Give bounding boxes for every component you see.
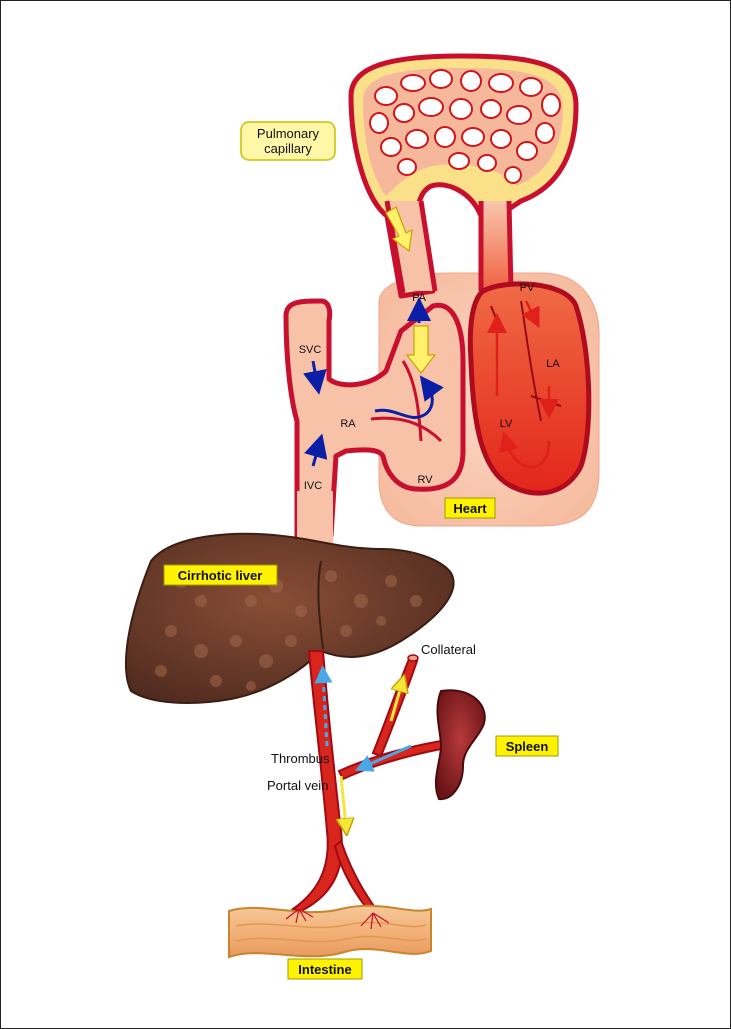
collateral-label: Collateral bbox=[421, 642, 476, 657]
rv-label: RV bbox=[417, 474, 433, 486]
collateral-flow-arrow bbox=[389, 683, 402, 722]
intestine bbox=[228, 904, 432, 959]
heart-label-box bbox=[444, 497, 496, 519]
pulmonary-vein bbox=[478, 200, 514, 296]
pv-flow-arrow bbox=[521, 300, 540, 328]
intestine-label: Intestine bbox=[298, 962, 351, 977]
la-label: LA bbox=[546, 358, 560, 370]
pulmonary-label-line1: Pulmonary bbox=[257, 126, 320, 141]
cirrhotic-liver-label: Cirrhotic liver bbox=[178, 568, 263, 583]
pv-label: PV bbox=[520, 282, 535, 294]
pa-label: PA bbox=[412, 292, 427, 304]
portal-down-arrow bbox=[341, 775, 346, 827]
svc-label: SVC bbox=[299, 344, 322, 356]
pulmonary-flow-arrows bbox=[385, 206, 437, 374]
ra-label: RA bbox=[340, 418, 356, 430]
lv-flow-arrow bbox=[499, 431, 551, 469]
thrombus-dashed-arrow bbox=[314, 665, 333, 747]
liver-label-box bbox=[163, 564, 278, 586]
portal-vein-label: Portal vein bbox=[267, 778, 328, 793]
labels: Pulmonary capillary PA PV LA LV SVC RA R… bbox=[163, 121, 560, 980]
ivc-flow-arrow bbox=[304, 433, 328, 467]
pulmonary-label-box bbox=[240, 121, 336, 161]
spleen-label-box bbox=[495, 735, 559, 757]
spleen bbox=[434, 689, 486, 801]
splenic-flow-arrow bbox=[354, 744, 412, 772]
lv-label: LV bbox=[500, 418, 513, 430]
pulmonary-label-line2: capillary bbox=[264, 141, 312, 156]
pulmonary-capillary-bed bbox=[348, 53, 579, 299]
left-heart bbox=[467, 281, 592, 496]
spleen-label: Spleen bbox=[506, 739, 549, 754]
ivc-label: IVC bbox=[304, 480, 322, 492]
ra-rv-flow-arrow bbox=[374, 375, 444, 419]
portal-vein-system bbox=[290, 650, 442, 918]
intestine-label-box bbox=[287, 958, 363, 980]
thrombus-label: Thrombus bbox=[271, 751, 330, 766]
svc-flow-arrow bbox=[303, 360, 327, 395]
heart-flow-arrows bbox=[303, 297, 559, 469]
heart-label: Heart bbox=[453, 501, 487, 516]
